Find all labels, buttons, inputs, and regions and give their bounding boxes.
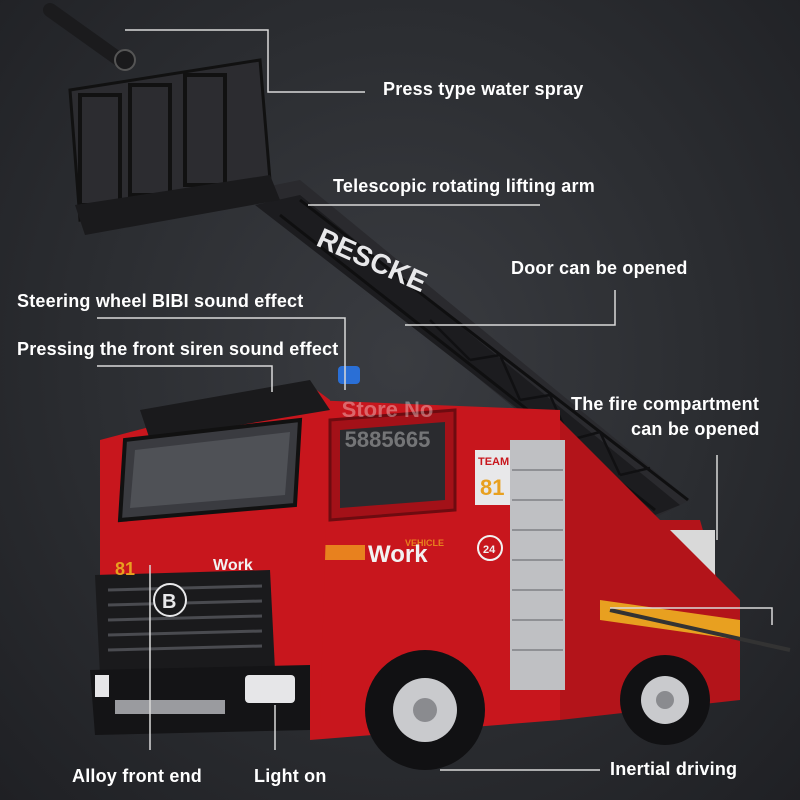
watermark: Store No 5885665 [315,395,460,455]
team-text: TEAM [478,456,509,468]
side-work-text: Work [368,541,428,568]
brand-badge: B [162,591,176,613]
label-siren: Pressing the front siren sound effect [17,339,339,359]
watermark-line2: 5885665 [344,427,431,452]
label-fire-compartment-1: The fire compartment [571,394,760,414]
label-alloy-front: Alloy front end [72,766,202,786]
truck-cab: B 81 Work [90,366,457,735]
label-door: Door can be opened [511,258,688,278]
leader-lines [97,29,773,771]
label-water-spray: Press type water spray [383,79,584,99]
label-steering: Steering wheel BIBI sound effect [17,291,304,311]
wheels [365,650,710,770]
label-fire-compartment-2: can be opened [631,419,760,439]
watermark-line1: Store No [341,397,434,422]
phone-badge: 24 [483,544,496,556]
rescue-basket [68,58,280,235]
label-lifting-arm: Telescopic rotating lifting arm [333,176,595,196]
front-number: 81 [115,559,135,579]
water-nozzle [43,3,136,71]
side-number: 81 [480,475,504,500]
front-work-text: Work [213,557,253,574]
label-light-on: Light on [254,766,327,786]
label-inertial: Inertial driving [610,759,738,779]
side-vehicle-text: VEHICLE [405,538,444,548]
